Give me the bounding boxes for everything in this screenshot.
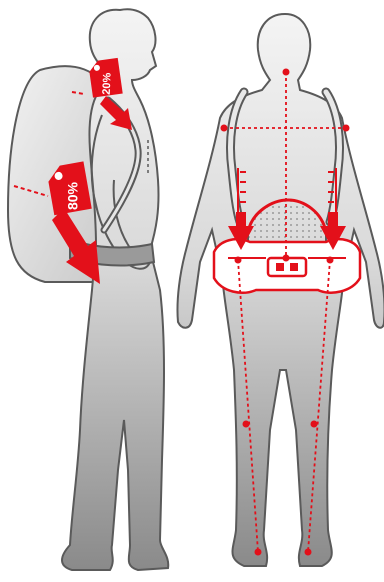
side-view: 20% 80% bbox=[8, 9, 168, 570]
shoulder-share-tag: 20% bbox=[88, 58, 123, 98]
shoulder-share-label: 20% bbox=[101, 72, 114, 95]
hip-share-label: 80% bbox=[64, 181, 80, 210]
back-view bbox=[177, 14, 384, 566]
